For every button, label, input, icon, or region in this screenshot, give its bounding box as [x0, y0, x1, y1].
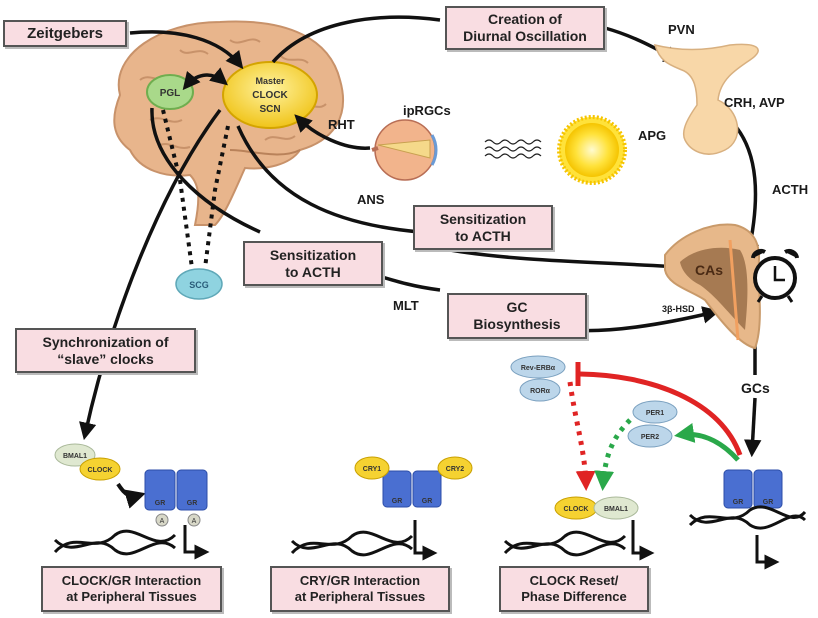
apg-label: APG	[638, 128, 667, 143]
svg-text:CRY1: CRY1	[363, 466, 382, 473]
adrenal-gland-illustration	[664, 223, 761, 350]
svg-text:CLOCK: CLOCK	[564, 506, 589, 513]
zeitgebers-box: Zeitgebers	[3, 20, 127, 47]
svg-text:CRY2: CRY2	[446, 466, 465, 473]
line-scn-ans	[236, 125, 421, 234]
svg-text:GR: GR	[155, 500, 166, 507]
clock-reset-box: CLOCK Reset/ Phase Difference	[499, 566, 649, 612]
master-label: Master	[255, 76, 285, 86]
svg-text:PER2: PER2	[641, 434, 659, 441]
gr-dimer-right: GR GR	[723, 469, 783, 509]
sun-icon	[557, 115, 627, 185]
sensitization-acth-box-1: Sensitization to ACTH	[413, 205, 553, 250]
transcription-arrow-4	[755, 535, 780, 570]
svg-text:GR: GR	[733, 499, 744, 506]
arrow-sync-slave	[79, 108, 222, 441]
svg-text:GR: GR	[763, 499, 774, 506]
arrow-rht	[294, 114, 371, 150]
cry-gr-interaction-box: CRY/GR Interaction at Peripheral Tissues	[270, 566, 450, 612]
arrow-ans-cas	[449, 248, 701, 276]
pituitary-gland-illustration	[653, 43, 759, 155]
transcription-arrow-1	[183, 525, 210, 560]
sensitization-acth-box-2: Sensitization to ACTH	[243, 241, 383, 286]
scg-node[interactable]: SCG	[175, 268, 223, 300]
light-waves-icon	[484, 139, 542, 159]
inhibition-line-gr-rev-erb	[579, 371, 743, 456]
svg-text:GR: GR	[187, 500, 198, 507]
clock-gr-interaction-box: CLOCK/GR Interaction at Peripheral Tissu…	[41, 566, 222, 612]
dotted-red-arrow	[567, 381, 596, 491]
cry-gr-complex: GR GR CRY1 CRY2	[354, 456, 473, 508]
gr-dimer-1: GR GR A A	[144, 469, 208, 527]
dotted-pgl-scg	[161, 109, 194, 269]
synchronization-box: Synchronization of “slave” clocks	[15, 328, 196, 373]
arrow-clock-gr	[116, 482, 146, 509]
svg-text:PER1: PER1	[646, 410, 664, 417]
per-proteins: PER1 PER2	[627, 400, 678, 448]
svg-text:RORα: RORα	[530, 388, 551, 395]
svg-text:PGL: PGL	[160, 88, 181, 99]
arrow-gc-bio-hsd	[569, 306, 721, 333]
svg-text:A: A	[160, 518, 165, 525]
svg-text:BMAL1: BMAL1	[604, 506, 628, 513]
clock-bmal1-complex: CLOCK BMAL1	[554, 496, 639, 520]
eye-icon	[371, 119, 438, 181]
svg-text:Rev-ERBα: Rev-ERBα	[521, 365, 556, 372]
alarm-clock-icon	[751, 248, 799, 303]
master-clock-scn-node[interactable]: Master CLOCK SCN	[222, 61, 318, 129]
clock-label: CLOCK	[252, 90, 288, 101]
svg-text:GR: GR	[392, 498, 403, 505]
dotted-green-arrow	[594, 418, 632, 491]
acth-label: ACTH	[772, 182, 809, 197]
line-pgl-sens	[150, 107, 261, 234]
green-arrow-gr-per	[674, 423, 740, 462]
svg-text:A: A	[192, 518, 197, 525]
rht-label: RHT	[328, 117, 355, 132]
dna-helix-2	[290, 530, 414, 557]
dotted-scn-scg	[203, 125, 230, 269]
arrow-pgl-scn	[182, 67, 228, 91]
iprgcs-label: ipRGCs	[403, 103, 451, 118]
crh-avp-label: CRH, AVP	[724, 95, 785, 110]
svg-text:SCG: SCG	[189, 280, 209, 290]
svg-text:GR: GR	[422, 498, 433, 505]
dna-helix-4	[688, 505, 807, 530]
transcription-arrow-2	[413, 520, 438, 561]
ans-label: ANS	[357, 192, 385, 207]
svg-text:BMAL1: BMAL1	[63, 453, 87, 460]
dna-helix-1	[53, 529, 177, 556]
mlt-label: MLT	[393, 298, 419, 313]
transcription-arrow-3	[631, 520, 655, 561]
3b-hsd-label: 3β-HSD	[662, 304, 695, 314]
bmal1-clock-complex: BMAL1 CLOCK	[54, 443, 121, 481]
rev-erb-ror-proteins: Rev-ERBα RORα	[510, 355, 566, 402]
gc-biosynthesis-box: GC Biosynthesis	[447, 293, 587, 339]
arrow-zeitgebers-scn	[129, 30, 244, 70]
diurnal-oscillation-box: Creation of Diurnal Oscillation	[445, 6, 605, 50]
scn-label: SCN	[259, 104, 280, 115]
gcs-label: GCs	[741, 380, 770, 396]
cas-label: CAs	[695, 262, 724, 278]
arrow-gcs-gr	[743, 397, 762, 458]
svg-text:CLOCK: CLOCK	[88, 467, 113, 474]
dna-helix-3	[503, 530, 627, 557]
pvn-label: PVN	[668, 22, 695, 37]
pgl-node[interactable]: PGL	[146, 74, 194, 110]
line-scn-diurnal	[271, 15, 441, 64]
